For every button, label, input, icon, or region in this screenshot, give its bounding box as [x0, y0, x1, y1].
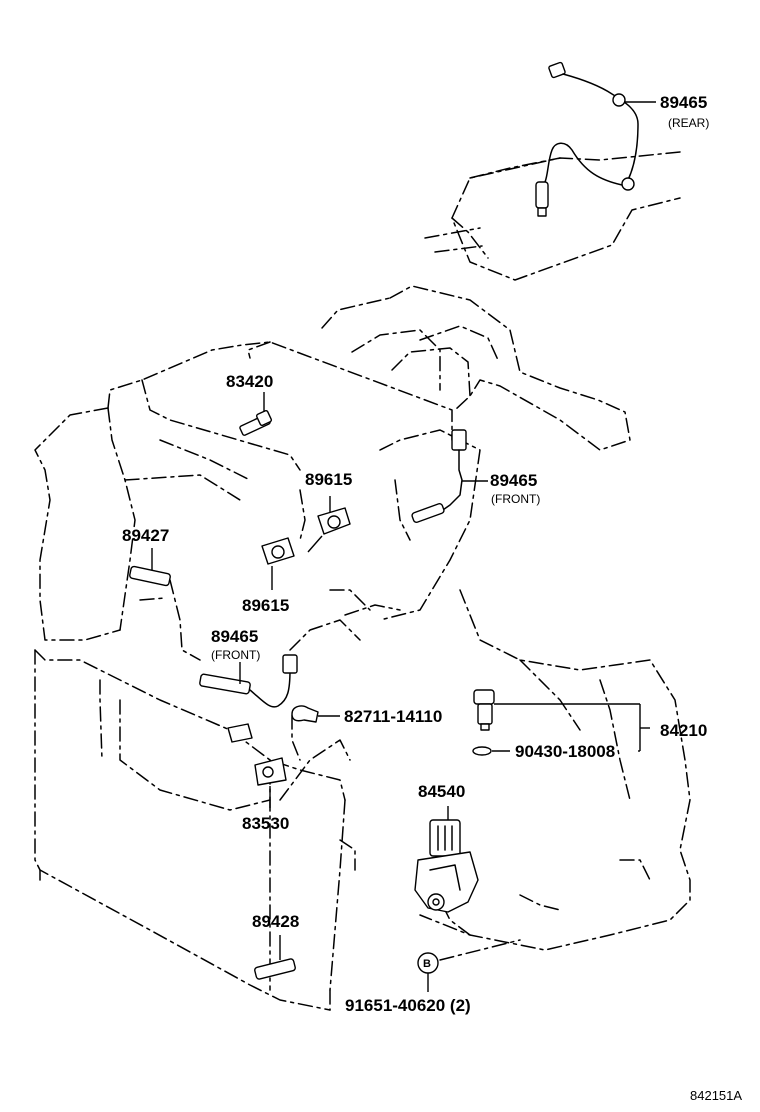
rear-oxygen-sensor	[535, 61, 656, 217]
engine-outline	[34, 151, 691, 1011]
knock-sensor-bottom	[261, 537, 295, 590]
label-89615-bottom: 89615	[242, 596, 289, 615]
front-right-oxygen-sensor	[411, 429, 488, 524]
sensor-89428	[254, 935, 296, 980]
label-89465-front-left: 89465	[211, 627, 258, 646]
label-89615-top: 89615	[305, 470, 352, 489]
label-circle-b: B	[423, 958, 431, 970]
label-89428: 89428	[252, 912, 299, 931]
note-rear: (REAR)	[668, 116, 709, 130]
washer-90430	[472, 704, 650, 756]
label-89427: 89427	[122, 526, 169, 545]
sensor-89427	[129, 548, 171, 587]
knock-sensor-top	[307, 496, 351, 553]
position-switch-84540	[414, 806, 479, 913]
oil-pressure-switch	[239, 392, 273, 436]
label-89465-rear: 89465	[660, 93, 707, 112]
diagram-code: 842151A	[690, 1088, 742, 1103]
switch-84210	[473, 689, 640, 731]
front-left-oxygen-sensor	[199, 654, 298, 708]
label-84210: 84210	[660, 721, 707, 740]
connector-82711	[291, 705, 340, 723]
bolt-callout	[417, 939, 521, 992]
part-labels: 89465 (REAR) 83420 89615 89465 (FRONT) 8…	[122, 93, 742, 1103]
label-82711: 82711-14110	[344, 707, 442, 726]
label-83420: 83420	[226, 372, 273, 391]
label-90430: 90430-18008	[515, 742, 615, 761]
sensor-83530	[227, 723, 287, 808]
note-front-left: (FRONT)	[211, 648, 260, 662]
label-84540: 84540	[418, 782, 465, 801]
note-front-right: (FRONT)	[491, 492, 540, 506]
label-89465-front-right: 89465	[490, 471, 537, 490]
label-83530: 83530	[242, 814, 289, 833]
label-91651: 91651-40620 (2)	[345, 996, 471, 1015]
